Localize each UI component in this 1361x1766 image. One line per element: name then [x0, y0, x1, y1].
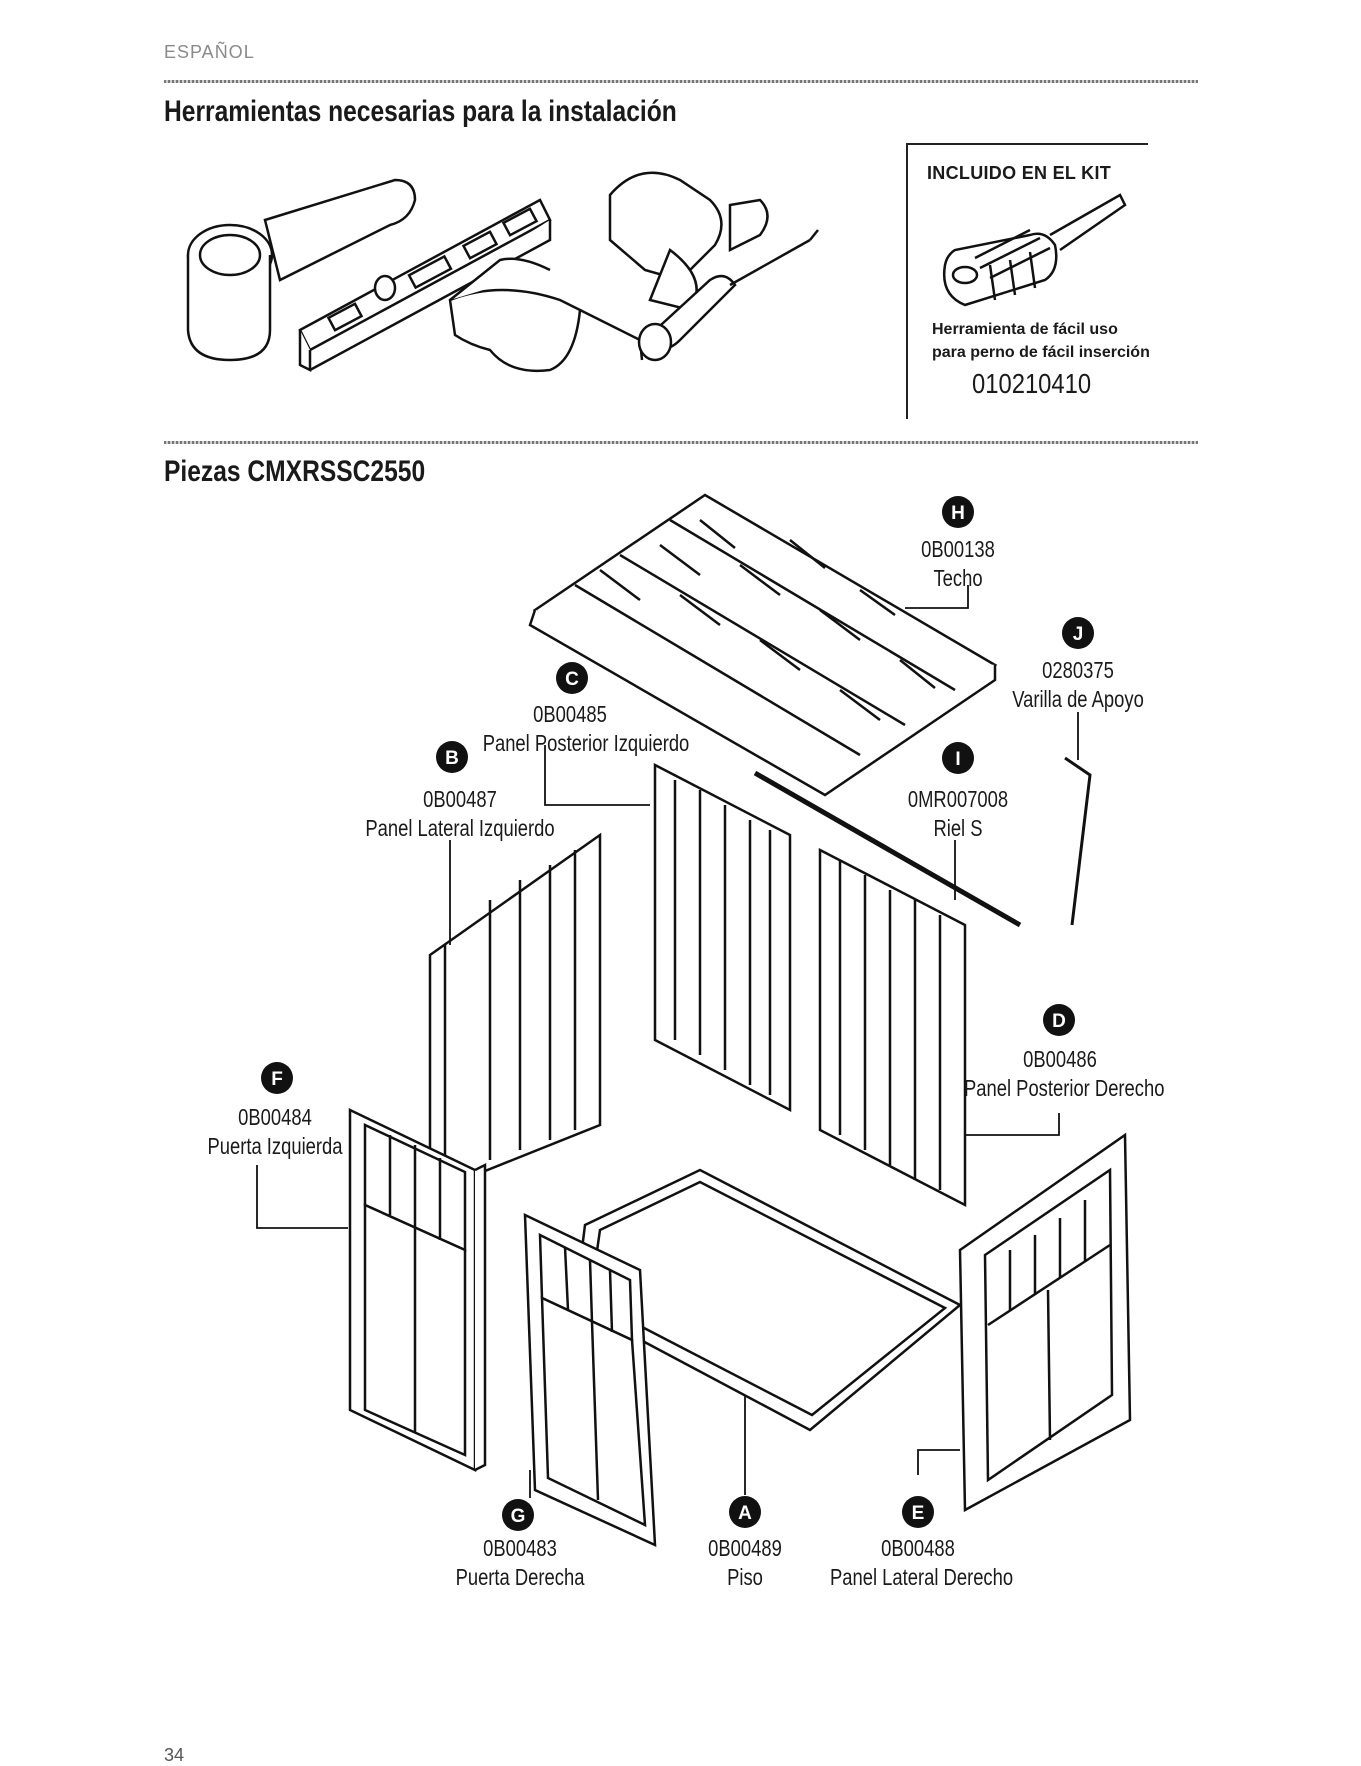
page-number: 34: [164, 1745, 185, 1765]
support-rod-drawing: [1064, 756, 1092, 926]
back-left-panel-drawing: [653, 762, 792, 1113]
left-door-drawing: [348, 1108, 487, 1472]
part-label-A: 0B00489 Piso: [708, 1535, 782, 1590]
tools-section-title: Herramientas necesarias para la instalac…: [164, 95, 677, 128]
svg-text:H: H: [951, 503, 965, 524]
parts-section-title: Piezas CMXRSSC2550: [164, 455, 426, 488]
part-label-F: 0B00484 Puerta Izquierda: [207, 1104, 343, 1159]
part-label-G: 0B00483 Puerta Derecha: [455, 1535, 585, 1590]
kit-part-number: 010210410: [972, 368, 1092, 399]
section-divider: [164, 441, 1198, 444]
callout-A: A: [729, 1496, 761, 1528]
callout-E: E: [902, 1496, 934, 1528]
callout-B: B: [436, 741, 468, 773]
part-label-B: 0B00487 Panel Lateral Izquierdo: [365, 786, 555, 841]
roof-drawing: [528, 493, 998, 797]
part-label-E: 0B00488 Panel Lateral Derecho: [830, 1535, 1014, 1590]
callout-G: G: [502, 1499, 534, 1531]
callout-C: C: [556, 662, 588, 694]
back-right-panel-drawing: [818, 847, 967, 1208]
right-door-drawing: [523, 1212, 657, 1547]
part-label-D: 0B00486 Panel Posterior Derecho: [964, 1046, 1165, 1101]
language-label: ESPAÑOL: [164, 42, 255, 62]
header-divider: [164, 80, 1198, 83]
kit-title: INCLUIDO EN EL KIT: [927, 163, 1112, 183]
svg-text:C: C: [565, 669, 579, 690]
kit-description: Herramienta de fácil uso para perno de f…: [932, 321, 1150, 361]
part-label-I: 0MR007008 Riel S: [907, 786, 1009, 841]
gloves-icon: [608, 171, 769, 312]
svg-text:I: I: [955, 749, 960, 770]
s-rail-drawing: [753, 770, 1022, 928]
callout-J: J: [1062, 617, 1094, 649]
part-label-J: 0280375 Varilla de Apoyo: [1012, 657, 1144, 712]
callout-D: D: [1043, 1004, 1075, 1036]
callout-markers: H J C B I D F G A E: [261, 496, 1094, 1531]
svg-text:A: A: [738, 1503, 752, 1524]
tools-illustration: [186, 171, 819, 373]
svg-text:D: D: [1052, 1011, 1066, 1032]
svg-text:F: F: [271, 1069, 283, 1090]
svg-text:G: G: [511, 1506, 526, 1527]
mallet-icon: [186, 178, 417, 362]
insertion-tool-icon: [942, 193, 1127, 307]
level-icon: [298, 198, 552, 373]
svg-text:E: E: [912, 1503, 925, 1524]
svg-text:J: J: [1073, 624, 1084, 645]
leader-lines: [256, 585, 1079, 1498]
kit-box: [906, 143, 1148, 419]
svg-text:B: B: [445, 748, 459, 769]
part-label-C: 0B00485 Panel Posterior Izquierdo: [482, 701, 690, 756]
floor-drawing: [573, 1168, 963, 1432]
safety-glasses-icon: [448, 257, 644, 372]
right-side-panel-drawing: [958, 1132, 1132, 1513]
left-side-panel-drawing: [428, 832, 602, 1177]
part-label-H: 0B00138 Techo: [921, 536, 995, 591]
callout-I: I: [942, 742, 974, 774]
callout-F: F: [261, 1062, 293, 1094]
screwdriver-icon: [637, 229, 819, 362]
callout-H: H: [942, 496, 974, 528]
